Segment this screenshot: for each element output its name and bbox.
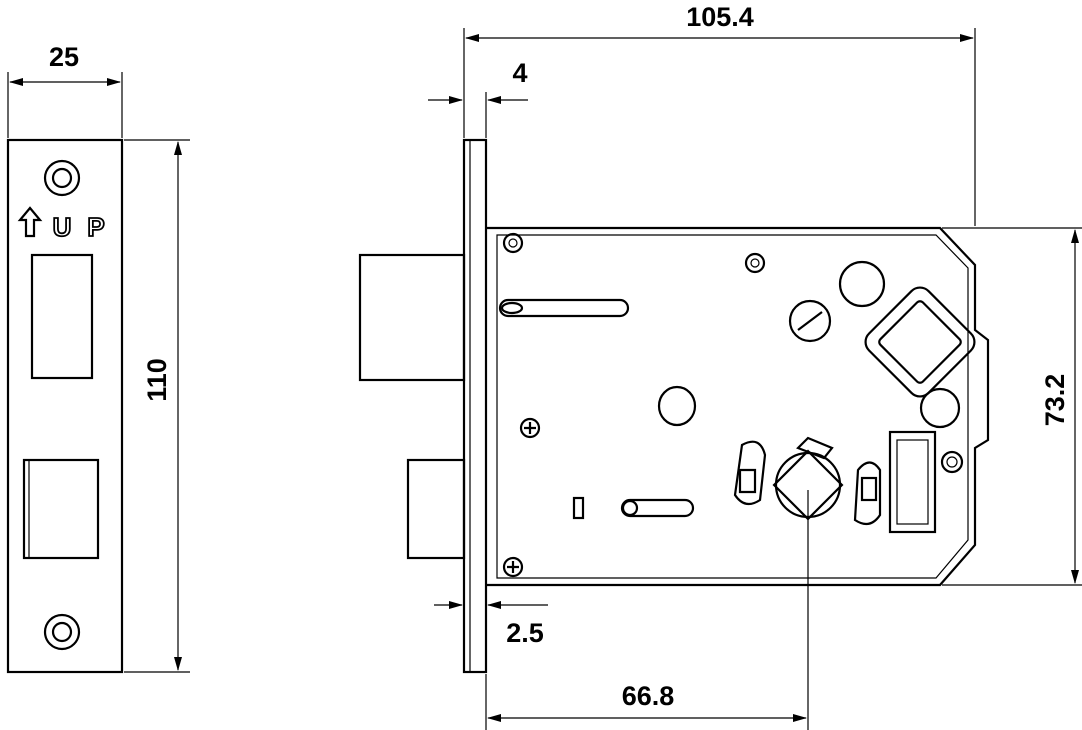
dimension-label: 105.4 [686,2,754,32]
dimension-overall-length: 105.4 [463,2,976,226]
dimension-forend-thickness: 4 [428,58,528,138]
screw-hole-bottom [43,613,81,651]
up-marking-p: P [87,212,104,242]
up-arrow-icon [17,206,43,238]
dimension-label: 4 [512,58,527,88]
dimension-label: 110 [142,358,172,402]
lock-body [358,138,990,674]
dimension-offset: 2.5 [434,601,548,648]
dimension-strike-width: 25 [7,42,123,138]
latch-opening [30,253,94,380]
dimension-strike-height: 110 [124,139,190,673]
latch-bolt [358,253,466,382]
dimension-label: 73.2 [1040,374,1070,427]
strike-plate: U P [6,138,124,674]
forend-plate [462,138,488,674]
dead-bolt [406,458,466,560]
dimension-label: 25 [49,42,79,72]
dimension-label: 66.8 [622,681,675,711]
case [486,226,990,587]
up-marking-u: U [53,212,72,242]
dimension-body-height: 73.2 [942,227,1082,586]
screw-hole-top [43,159,81,197]
dimension-backset: 66.8 [485,490,809,730]
bolt-opening [22,458,100,560]
dimension-label: 2.5 [506,618,544,648]
